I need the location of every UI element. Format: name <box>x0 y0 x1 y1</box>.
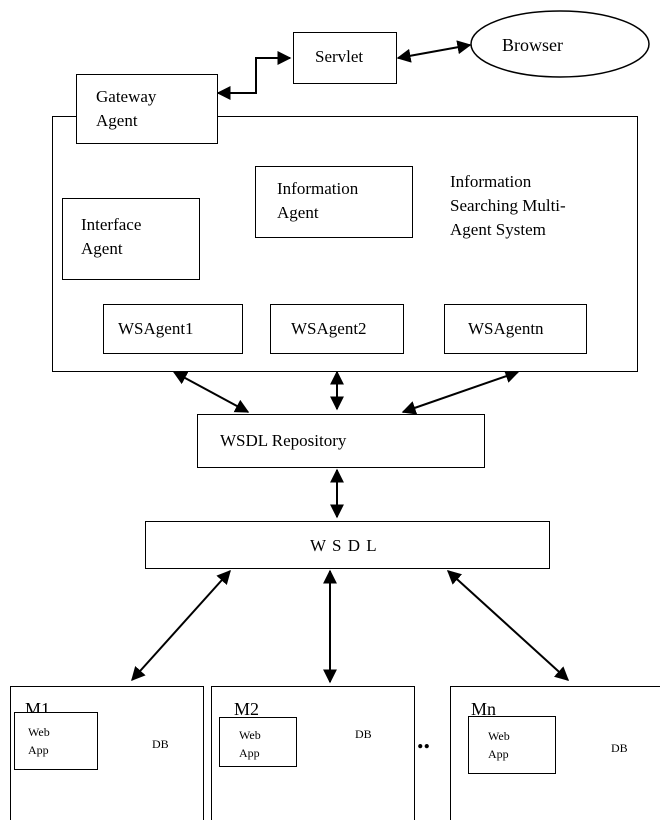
wsdl-label: W S D L <box>310 536 378 555</box>
webapp-label: Web App <box>28 725 50 757</box>
wsdl-box: W S D L <box>145 521 550 569</box>
db-label: DB <box>152 737 169 751</box>
browser-node <box>470 10 650 78</box>
gateway-agent-box: Gateway Agent <box>76 74 218 144</box>
gateway-agent-label: Gateway Agent <box>96 87 157 130</box>
db-label: DB <box>611 741 628 755</box>
interface-agent-box: Interface Agent <box>62 198 200 280</box>
wsagent2-label: WSAgent2 <box>291 319 367 338</box>
arrow-servlet-browser <box>396 40 472 63</box>
arrow-mas-repo-left <box>172 371 250 413</box>
wsagentn-box: WSAgentn <box>444 304 587 354</box>
webapp-box: Web App <box>14 712 98 770</box>
wsagent2-box: WSAgent2 <box>270 304 404 354</box>
machine-title: Mn <box>471 699 497 719</box>
wsdl-repository-box: WSDL Repository <box>197 414 485 468</box>
browser-label: Browser <box>502 35 563 55</box>
webapp-box: Web App <box>468 716 556 774</box>
information-agent-label: Information Agent <box>277 179 359 222</box>
interface-agent-label: Interface Agent <box>81 215 142 258</box>
arrow-gateway-servlet <box>216 51 292 100</box>
arrow-mas-repo-right <box>401 369 520 415</box>
wsagent1-label: WSAgent1 <box>118 319 194 338</box>
wsagentn-label: WSAgentn <box>468 319 544 338</box>
servlet-box: Servlet <box>293 32 397 84</box>
servlet-label: Servlet <box>315 47 364 66</box>
machine-title: M2 <box>234 699 260 719</box>
db-label: DB <box>355 727 372 741</box>
ellipsis: .. <box>417 725 430 754</box>
wsdl-repository-label: WSDL Repository <box>220 431 347 450</box>
arrow-wsdl-mn <box>446 570 570 681</box>
webapp-box: Web App <box>219 717 297 767</box>
arrow-wsdl-m1 <box>131 569 231 682</box>
information-agent-box: Information Agent <box>255 166 413 238</box>
webapp-label: Web App <box>488 729 510 761</box>
webapp-label: Web App <box>239 728 261 760</box>
wsagent1-box: WSAgent1 <box>103 304 243 354</box>
mas-label: Information Searching Multi- Agent Syste… <box>450 172 566 239</box>
